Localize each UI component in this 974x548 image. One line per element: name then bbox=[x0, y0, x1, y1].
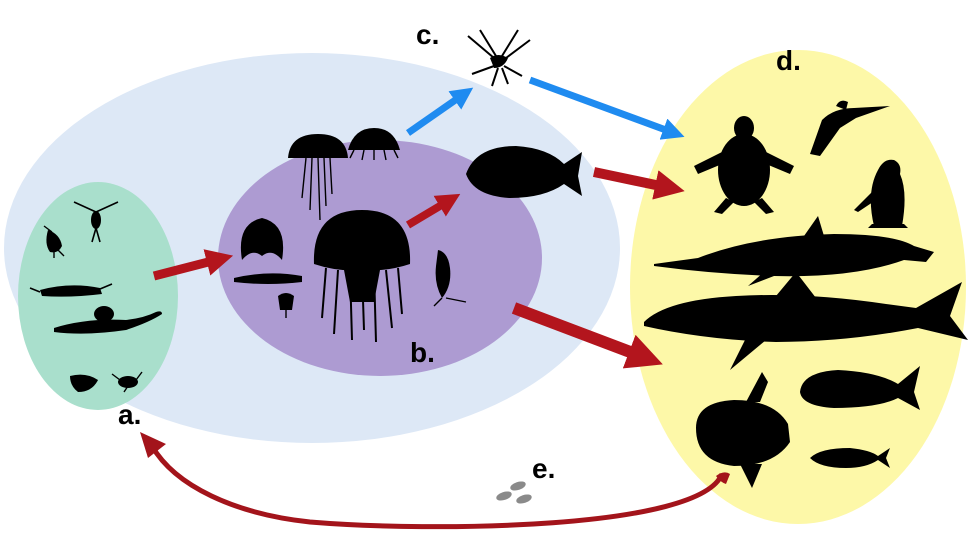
dolphin-silhouette bbox=[654, 216, 934, 286]
label-e: e. bbox=[532, 453, 555, 484]
arrow-worm-silhouette bbox=[54, 306, 162, 334]
tiny-jelly-silhouette bbox=[278, 293, 294, 318]
copepod-silhouette bbox=[73, 201, 119, 243]
amphipod-silhouette bbox=[43, 225, 65, 258]
egg bbox=[510, 481, 526, 491]
dolphinfish-silhouette bbox=[800, 366, 920, 410]
label-d: d. bbox=[776, 45, 801, 76]
sea-turtle-silhouette bbox=[694, 116, 794, 214]
seabird-silhouette bbox=[810, 100, 890, 156]
arrow-b-to-c bbox=[405, 87, 474, 136]
region-d-organisms bbox=[644, 100, 968, 488]
region-b-organisms bbox=[234, 128, 467, 343]
label-b: b. bbox=[410, 337, 435, 368]
salp-silhouette bbox=[234, 273, 302, 284]
small-fish-silhouette bbox=[466, 146, 582, 198]
return-arrow-tail bbox=[716, 472, 730, 484]
pteropod-silhouette bbox=[70, 374, 98, 392]
bell-jelly-silhouette bbox=[240, 218, 284, 260]
region-a-organisms bbox=[29, 201, 162, 393]
siphonophore-silhouette bbox=[433, 250, 467, 307]
sea-slug-silhouette bbox=[467, 29, 531, 87]
medusa-silhouette bbox=[288, 134, 348, 221]
return-arrow-d-to-a bbox=[149, 444, 725, 530]
label-c: c. bbox=[416, 19, 439, 50]
arrow-b-to-d bbox=[511, 302, 663, 369]
penguin-silhouette bbox=[854, 159, 908, 228]
arrow-b-to-fish bbox=[405, 193, 461, 229]
sunfish-silhouette bbox=[696, 372, 790, 488]
arrow-fish-to-d bbox=[592, 167, 685, 200]
large-jellyfish-silhouette bbox=[313, 210, 411, 343]
arrow-a-to-b bbox=[152, 249, 234, 281]
egg bbox=[516, 494, 532, 504]
small-medusa-silhouette bbox=[348, 128, 400, 161]
shark-silhouette bbox=[644, 272, 968, 370]
mackerel-silhouette bbox=[810, 448, 890, 468]
crab-larva-silhouette bbox=[111, 371, 143, 393]
label-a: a. bbox=[118, 399, 141, 430]
egg bbox=[496, 491, 512, 501]
return-arrowhead bbox=[140, 432, 166, 458]
arrow-c-to-d bbox=[528, 76, 685, 140]
shrimp-silhouette bbox=[29, 283, 113, 297]
